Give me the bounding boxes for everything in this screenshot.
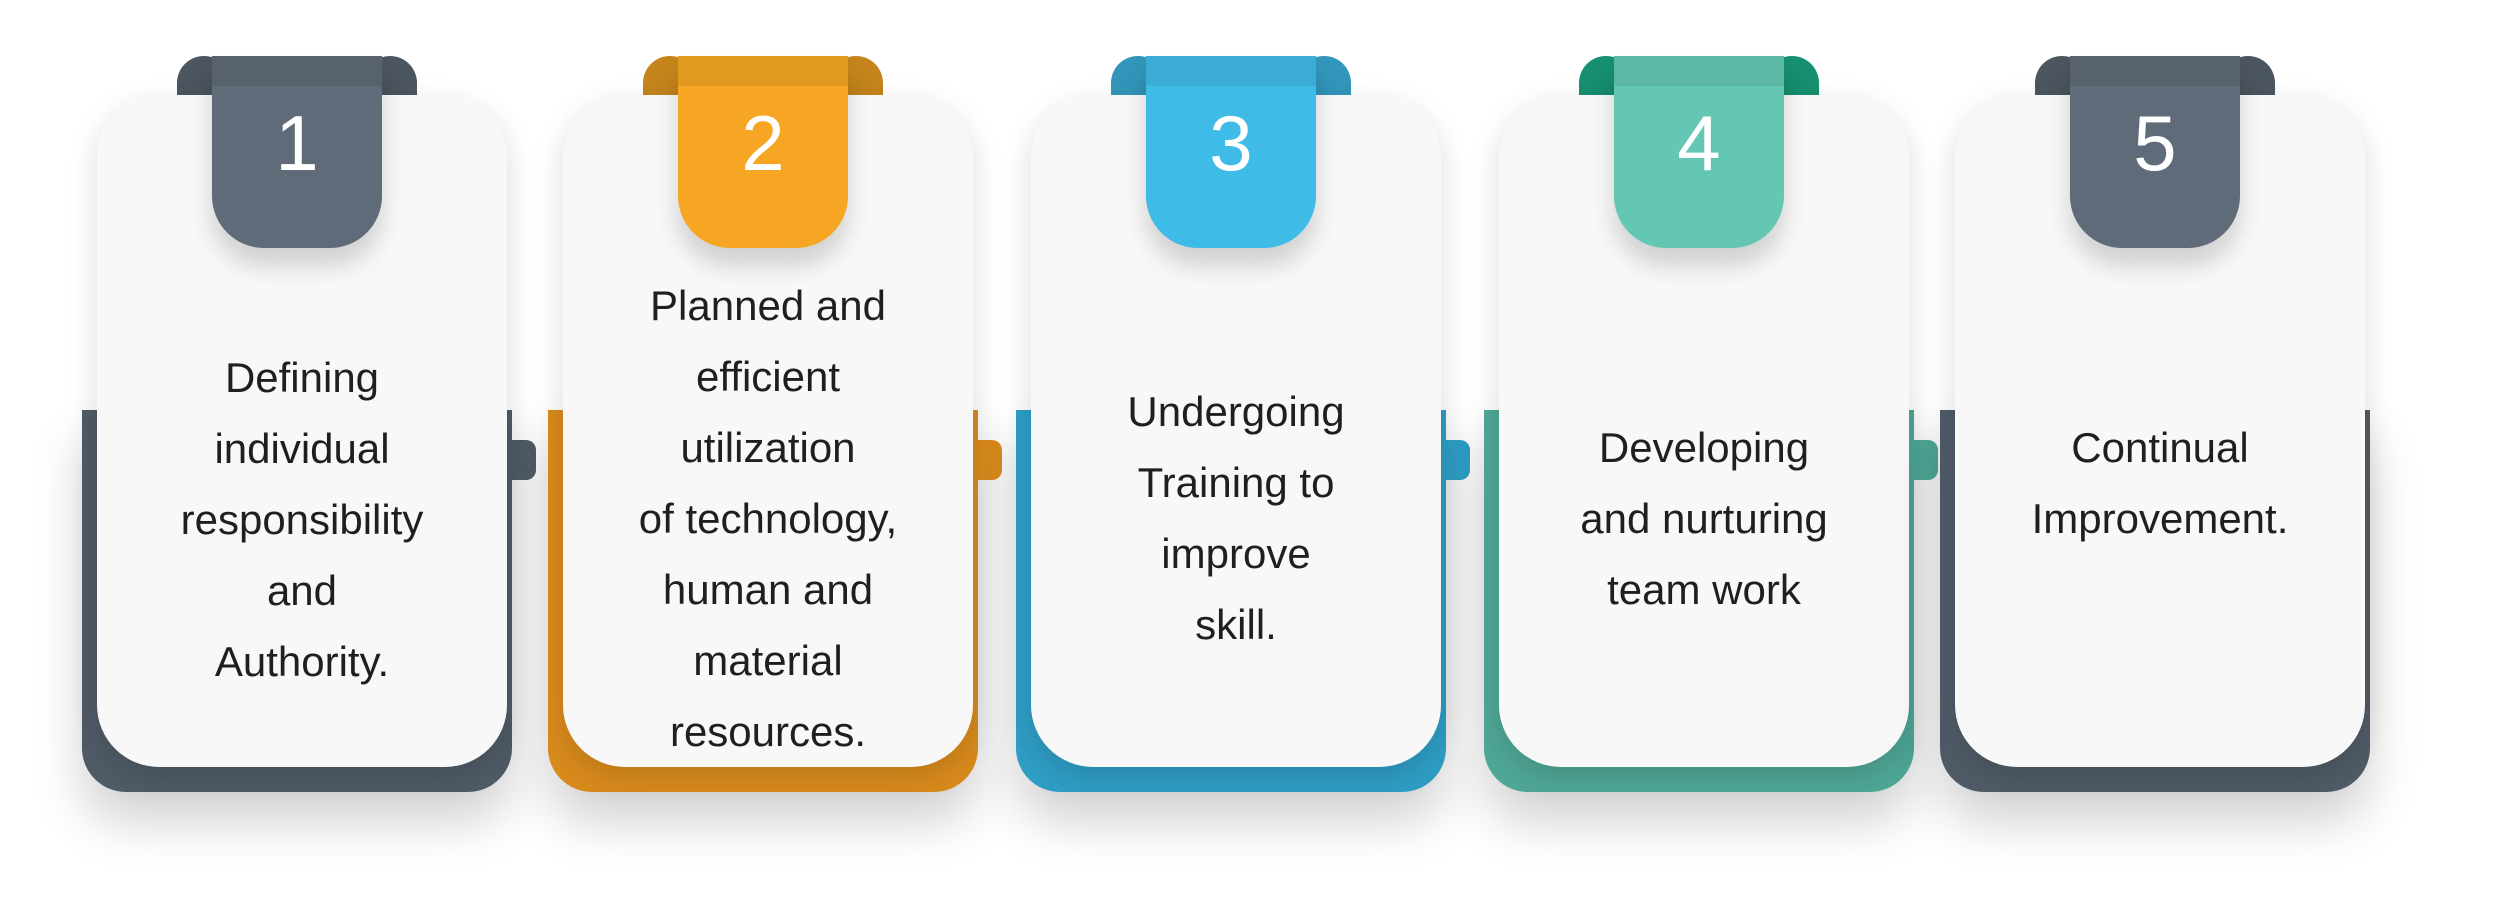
- step-5-line: Continual: [2071, 424, 2249, 471]
- step-5-text: Continual Improvement.: [1970, 412, 2350, 554]
- step-1-tab: 1: [212, 56, 382, 248]
- step-3-connector: [1436, 440, 1470, 480]
- step-2-tab: 2: [678, 56, 848, 248]
- step-2-number: 2: [741, 99, 785, 187]
- step-4-line: Developing: [1598, 424, 1810, 471]
- step-2: 2 Planned and efficient utilization of t…: [548, 0, 1002, 921]
- step-5-line: Improvement.: [2031, 495, 2289, 542]
- step-1-connector: [502, 440, 536, 480]
- step-2-line: utilization: [680, 424, 856, 471]
- step-3-number: 3: [1209, 99, 1253, 187]
- step-4-line: and nurturing: [1580, 495, 1828, 542]
- step-1-line: individual: [214, 425, 390, 472]
- step-1-line: Defining: [224, 354, 380, 401]
- step-1-text: Defining individual responsibility and A…: [112, 342, 492, 697]
- step-4: 4 Developing and nurturing team work: [1484, 0, 1938, 921]
- step-3-line: skill.: [1195, 601, 1277, 648]
- step-2-text: Planned and efficient utilization of tec…: [578, 270, 958, 767]
- step-1: 1 Defining individual responsibility and…: [82, 0, 536, 921]
- step-2-line: human and: [662, 566, 874, 613]
- step-3-line: Undergoing: [1127, 388, 1345, 435]
- step-2-line: resources.: [669, 708, 867, 755]
- step-2-line: material: [693, 637, 843, 684]
- step-5: 5 Continual Improvement.: [1940, 0, 2370, 921]
- step-4-text: Developing and nurturing team work: [1514, 412, 1894, 625]
- step-1-number: 1: [275, 99, 319, 187]
- step-1-line: Authority.: [214, 638, 390, 685]
- step-4-tab: 4: [1614, 56, 1784, 248]
- step-1-line: responsibility: [180, 496, 424, 543]
- step-5-tab: 5: [2070, 56, 2240, 248]
- step-5-number: 5: [2133, 99, 2177, 187]
- step-1-line: and: [266, 567, 338, 614]
- step-3-text: Undergoing Training to improve skill.: [1046, 376, 1426, 660]
- step-3-line: Training to: [1137, 459, 1335, 506]
- step-4-line: team work: [1607, 566, 1801, 613]
- step-3-tab: 3: [1146, 56, 1316, 248]
- step-3-line: improve: [1161, 530, 1311, 577]
- step-2-connector: [968, 440, 1002, 480]
- step-2-line: efficient: [696, 353, 840, 400]
- step-3: 3 Undergoing Training to improve skill.: [1016, 0, 1470, 921]
- step-4-number: 4: [1677, 99, 1721, 187]
- step-4-connector: [1904, 440, 1938, 480]
- step-2-line: of technology,: [638, 495, 898, 542]
- step-2-line: Planned and: [650, 282, 886, 329]
